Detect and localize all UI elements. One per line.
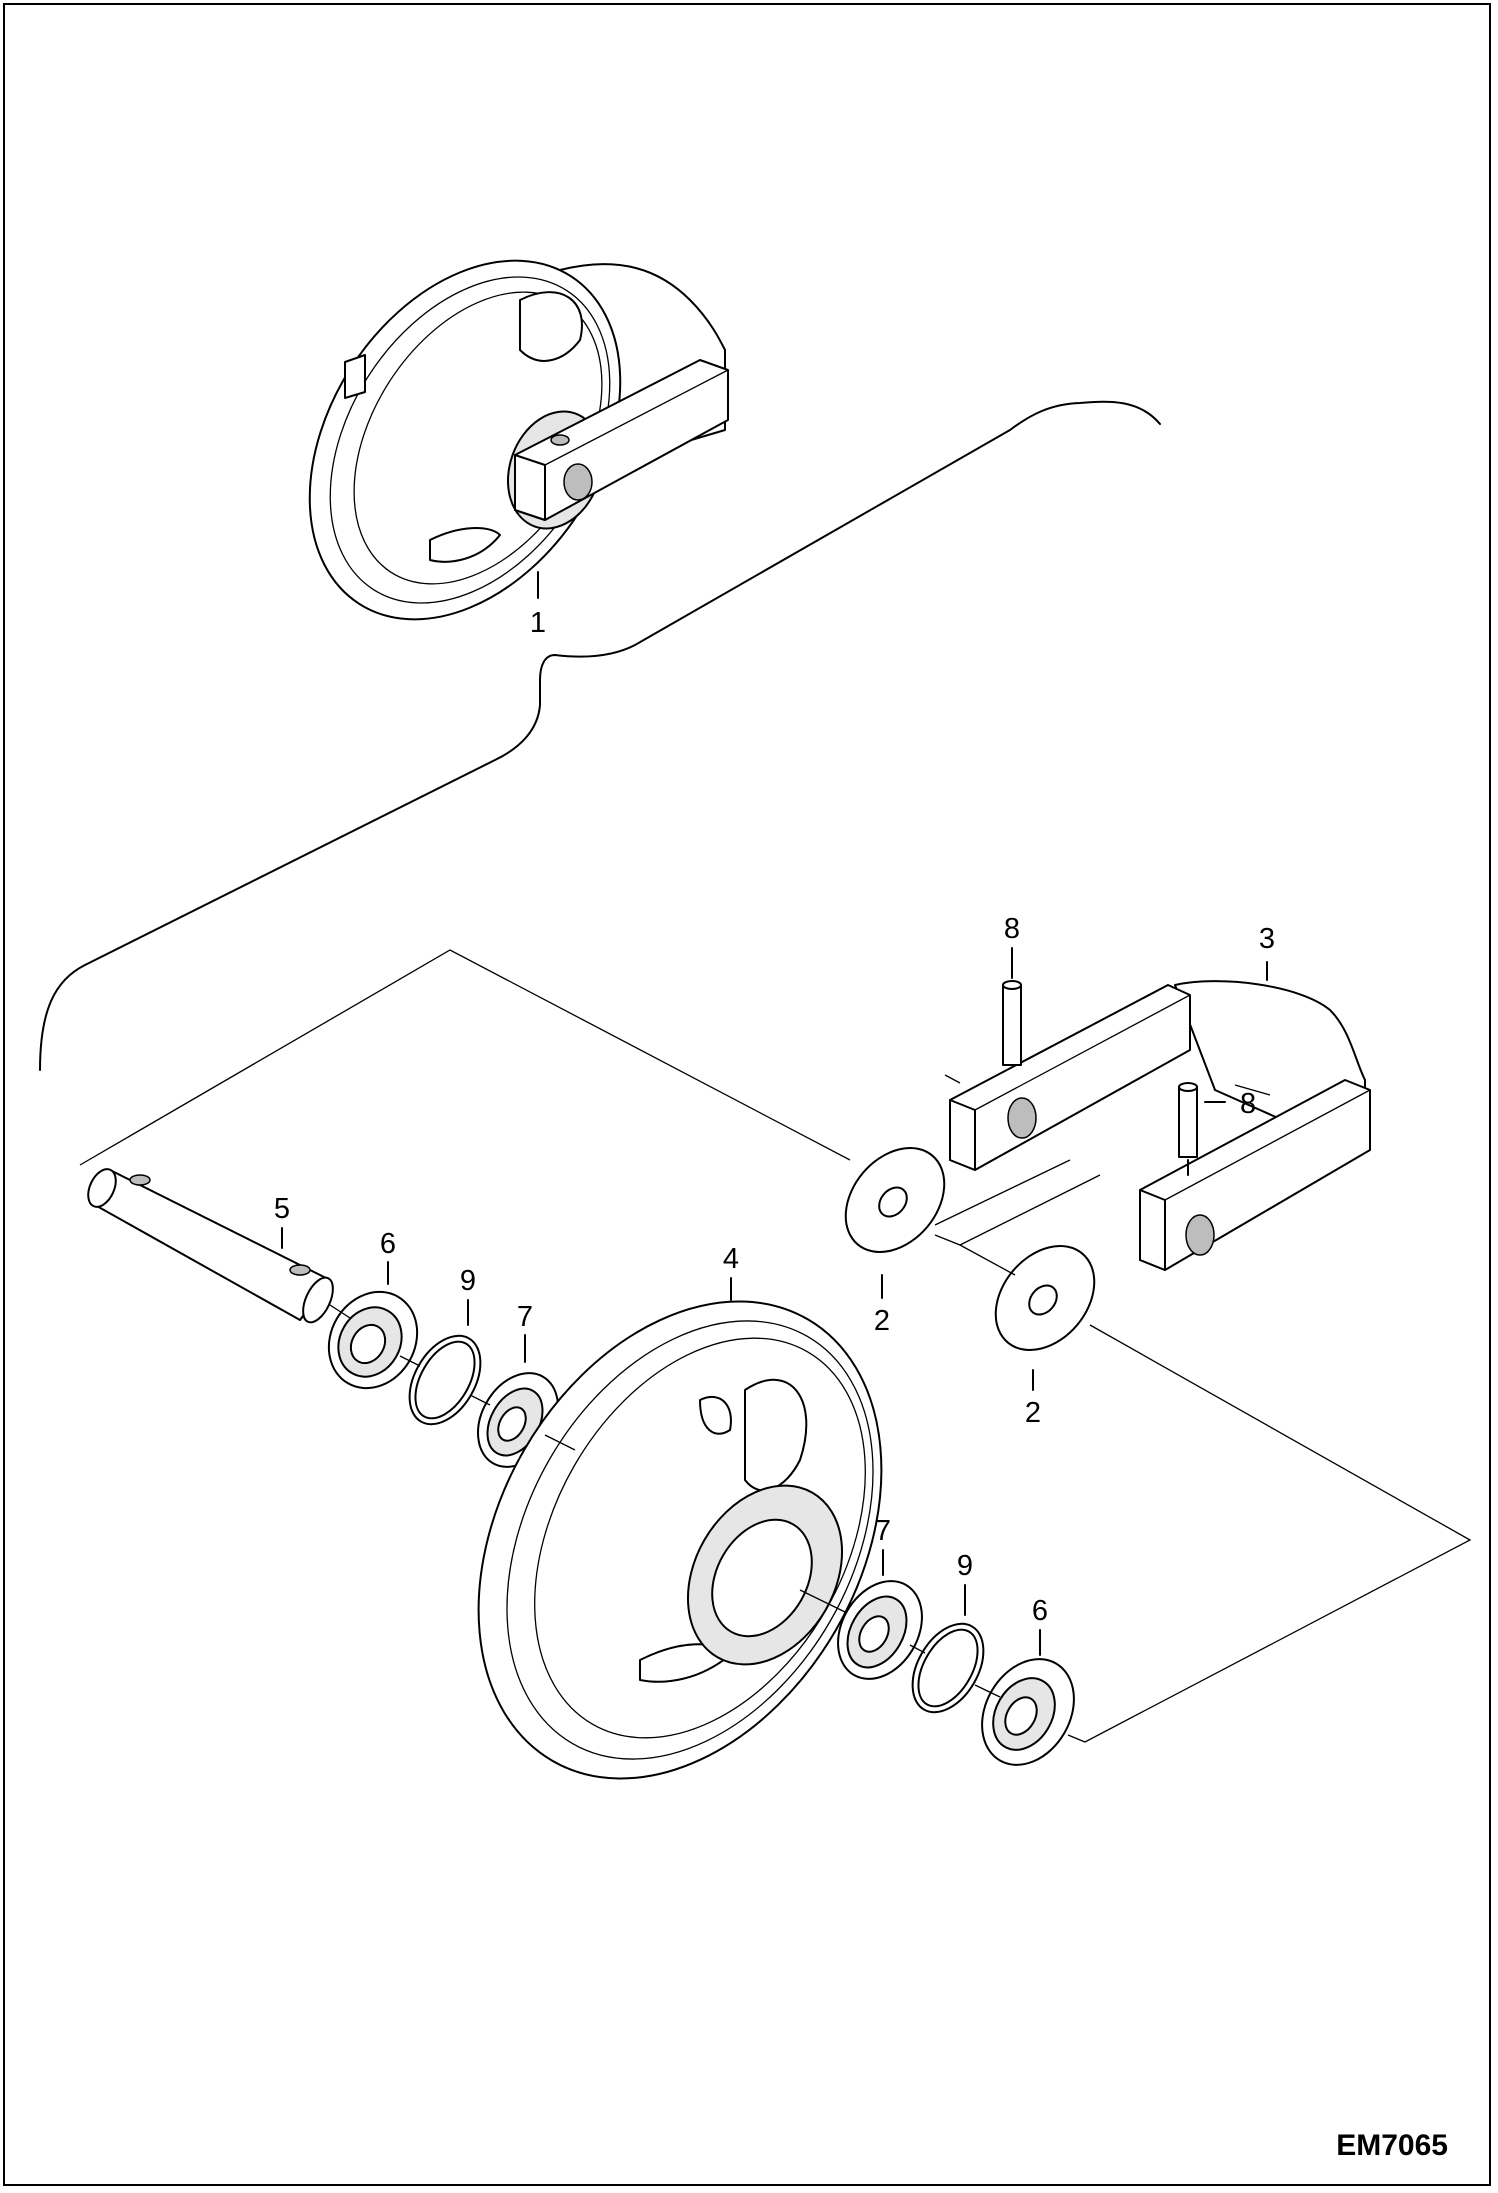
callout-5: 5 <box>274 1193 290 1225</box>
callout-9-left: 9 <box>460 1265 476 1297</box>
callout-2-upper: 2 <box>874 1305 890 1337</box>
callout-3: 3 <box>1259 923 1275 955</box>
callout-1: 1 <box>530 607 546 639</box>
group-bracket <box>39 400 1161 1071</box>
callout-6-right: 6 <box>1032 1595 1048 1627</box>
bearing-part-7-right <box>837 1580 923 1680</box>
washer-part-2-lower <box>994 1245 1096 1351</box>
callout-7-right: 7 <box>875 1515 891 1547</box>
callouts: 1 2 2 3 4 5 6 6 7 7 8 8 9 9 <box>274 607 1275 1627</box>
callout-8-lower: 8 <box>1240 1088 1256 1120</box>
washer-part-2-upper <box>844 1147 946 1253</box>
callout-6-left: 6 <box>380 1228 396 1260</box>
yoke-part-3 <box>949 980 1371 1271</box>
idler-wheel-part-4 <box>477 1300 883 1780</box>
shaft-part-5 <box>87 1168 334 1324</box>
drawing-id: EM7065 <box>1336 2129 1448 2162</box>
callout-2-lower: 2 <box>1025 1397 1041 1429</box>
seal-part-6-left <box>327 1290 419 1390</box>
seal-part-6-right <box>981 1658 1075 1766</box>
callout-7-left: 7 <box>517 1301 533 1333</box>
callout-8-upper: 8 <box>1004 913 1020 945</box>
callout-4: 4 <box>723 1243 739 1275</box>
assembled-idler <box>308 259 729 621</box>
pin-part-8-lower <box>1178 1082 1198 1176</box>
pin-part-8-upper <box>1002 962 1022 1066</box>
leader-lines <box>281 571 1268 1656</box>
callout-9-right: 9 <box>957 1550 973 1582</box>
assembly-lines <box>79 949 1472 1743</box>
snap-ring-part-9-right <box>911 1622 985 1714</box>
